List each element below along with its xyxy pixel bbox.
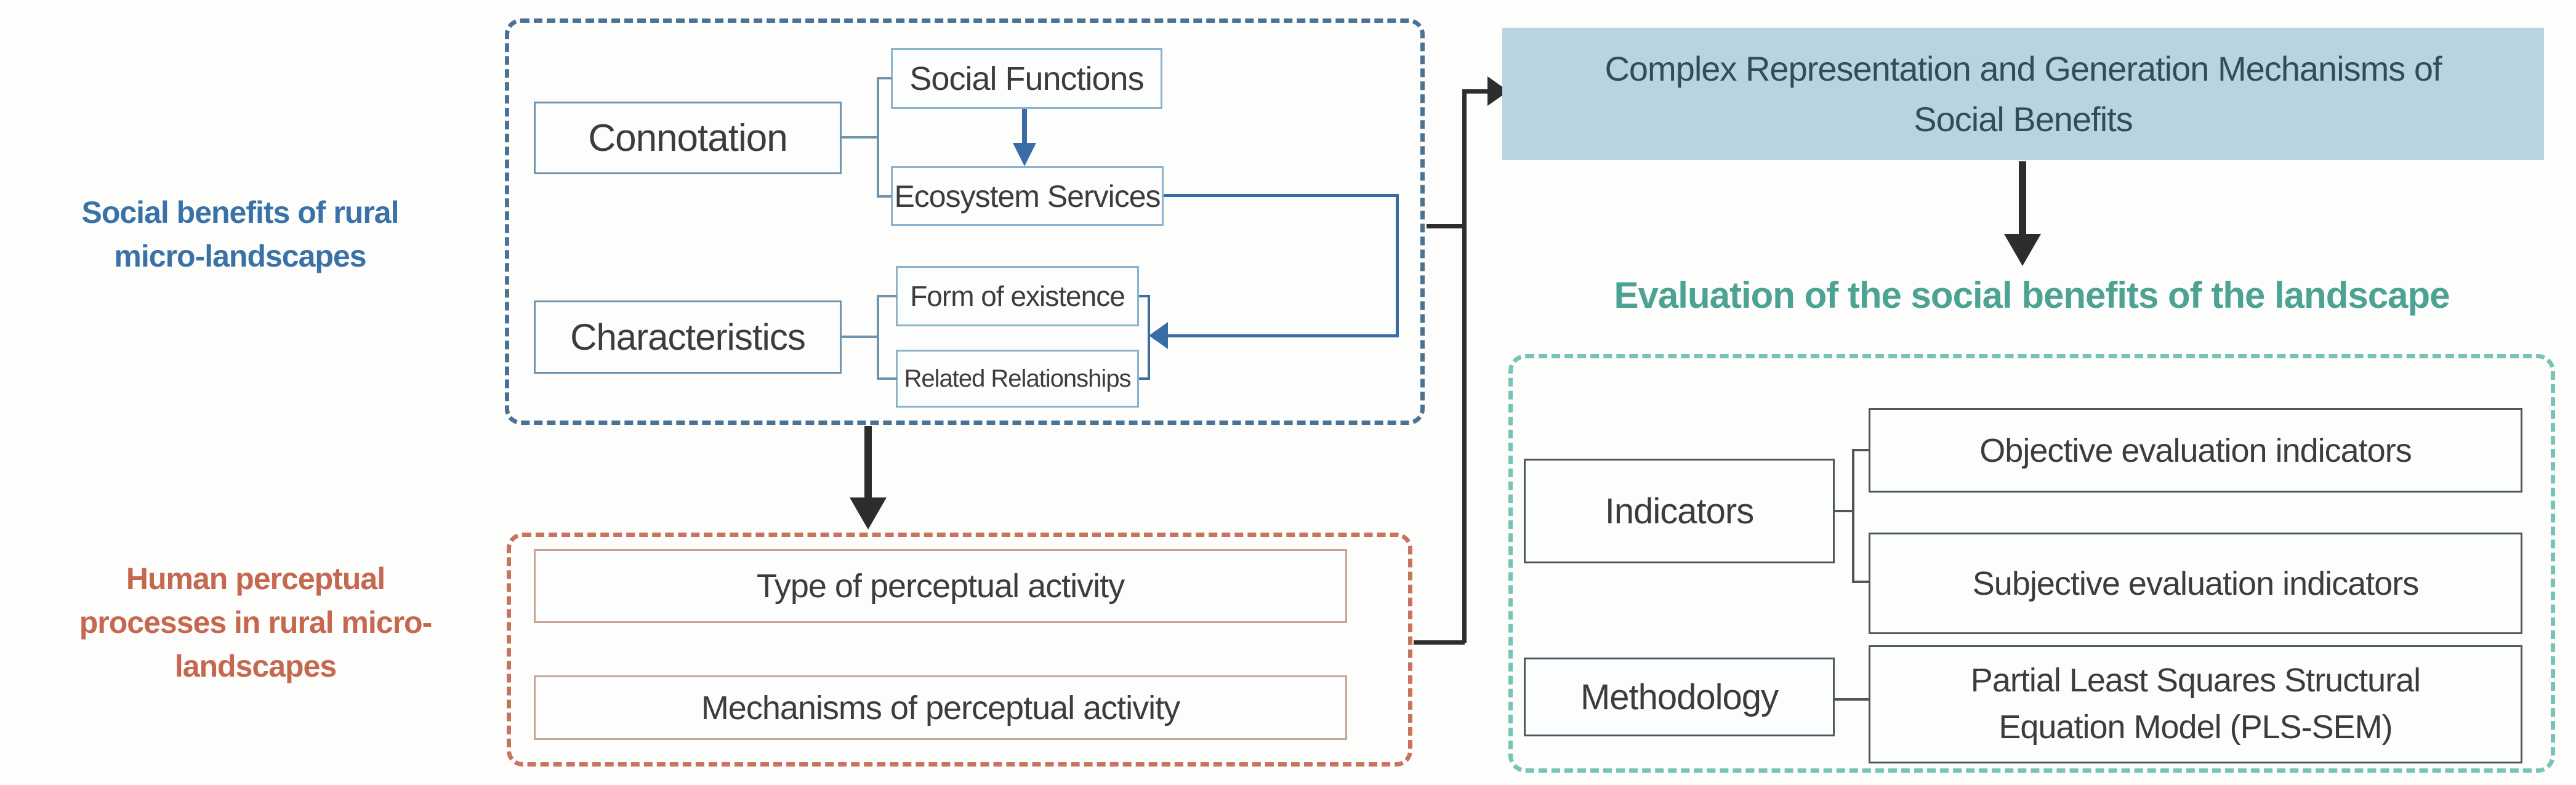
connector-characteristics-bracket — [877, 295, 879, 380]
connector-black-top — [1462, 89, 1490, 94]
connector-ecosystem-loop-down — [1396, 194, 1399, 336]
type-of-perceptual-activity-box: Type of perceptual activity — [534, 549, 1347, 623]
arrow-social-to-human-head — [850, 497, 887, 529]
form-of-existence-box: Form of existence — [896, 266, 1139, 326]
connector-related-stub — [1139, 377, 1150, 380]
arrow-complex-to-evaluation-head — [2004, 234, 2041, 266]
methodology-box: Methodology — [1524, 658, 1835, 736]
indicators-box: Indicators — [1524, 459, 1835, 563]
connotation-box: Connotation — [534, 102, 842, 174]
connector-form-stub — [1139, 295, 1150, 297]
related-relationships-box: Related Relationships — [896, 350, 1139, 408]
connector-social-frame-stub — [1427, 224, 1465, 228]
subjective-indicators-box: Subjective evaluation indicators — [1869, 533, 2522, 634]
objective-indicators-box: Objective evaluation indicators — [1869, 408, 2522, 493]
arrow-ecosystem-loop-head — [1149, 322, 1168, 349]
connector-connotation-stub — [842, 136, 879, 139]
arrow-social-to-ecosystem-head — [1013, 143, 1036, 166]
human-processes-frame — [507, 533, 1412, 767]
connector-human-frame-stub — [1414, 640, 1465, 645]
human-processes-label: Human perceptual processes in rural micr… — [79, 562, 432, 683]
connector-to-form-of-existence — [877, 295, 897, 297]
pls-sem-box: Partial Least Squares Structural Equatio… — [1869, 645, 2522, 763]
connector-indicators-stub — [1835, 510, 1854, 512]
connector-indicators-bracket — [1852, 449, 1854, 583]
social-functions-box: Social Functions — [891, 48, 1162, 109]
social-benefits-frame — [505, 18, 1425, 425]
evaluation-frame — [1508, 354, 2555, 773]
mechanisms-of-perceptual-activity-box: Mechanisms of perceptual activity — [534, 675, 1347, 740]
connector-to-social-functions — [877, 77, 892, 79]
connector-black-spine — [1462, 89, 1467, 643]
connector-characteristics-stub — [842, 336, 879, 338]
ecosystem-services-box: Ecosystem Services — [891, 166, 1164, 226]
characteristics-box: Characteristics — [534, 300, 842, 374]
connector-to-objective — [1852, 449, 1869, 451]
connector-to-subjective — [1852, 581, 1869, 583]
connector-to-ecosystem-services — [877, 195, 892, 198]
connector-form-related-bracket — [1148, 295, 1150, 380]
connector-connotation-bracket — [877, 77, 879, 198]
evaluation-heading: Evaluation of the social benefits of the… — [1614, 275, 2450, 316]
arrow-complex-to-evaluation-shaft — [2019, 161, 2026, 235]
arrow-social-to-ecosystem-shaft — [1022, 109, 1027, 144]
connector-ecosystem-loop-back — [1165, 334, 1399, 337]
connector-to-related-relationships — [877, 377, 897, 380]
arrow-social-to-human-shaft — [864, 426, 872, 499]
connector-methodology-stub — [1835, 698, 1869, 701]
social-benefits-label: Social benefits of rural micro-landscape… — [81, 195, 399, 273]
complex-mechanisms-box: Complex Representation and Generation Me… — [1502, 28, 2544, 160]
connector-ecosystem-loop-top — [1164, 194, 1399, 197]
